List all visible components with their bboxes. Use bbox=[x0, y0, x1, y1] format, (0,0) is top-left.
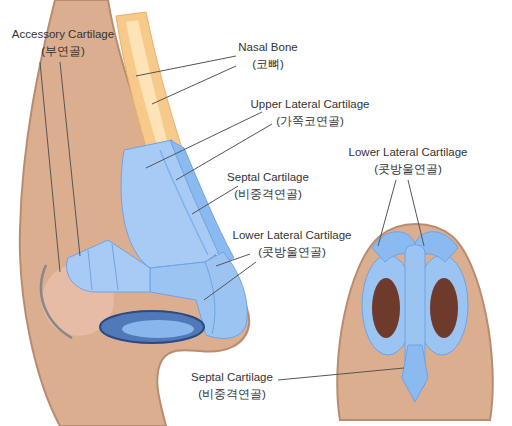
part-label: Upper Lateral Cartilage bbox=[251, 97, 370, 111]
part-label: Lower Lateral Cartilage bbox=[233, 228, 352, 242]
leader-line bbox=[60, 62, 80, 256]
part-label: (부연골) bbox=[41, 44, 85, 58]
nostril bbox=[100, 311, 204, 343]
part-label: (콧방울연골) bbox=[258, 245, 326, 259]
part-label: (비중격연골) bbox=[234, 187, 302, 201]
leader-line bbox=[408, 180, 424, 246]
part-label: (비중격연골) bbox=[198, 387, 266, 401]
part-label: Septal Cartilage bbox=[227, 170, 309, 184]
leader-line bbox=[204, 262, 256, 300]
part-label: (가쪽코연골) bbox=[276, 114, 344, 128]
nose-base bbox=[337, 224, 493, 420]
part-label: Lower Lateral Cartilage bbox=[349, 145, 468, 159]
leader-lines bbox=[40, 56, 424, 380]
septal-cartilage bbox=[170, 140, 234, 263]
nostril-right bbox=[430, 278, 458, 338]
part-label: Septal Cartilage bbox=[191, 370, 273, 384]
leader-line bbox=[278, 368, 404, 380]
leader-line bbox=[152, 66, 236, 104]
leader-line bbox=[378, 180, 396, 246]
part-label: Nasal Bone bbox=[238, 40, 297, 54]
nasal-bone-highlight bbox=[126, 20, 168, 148]
leader-line bbox=[216, 254, 250, 266]
part-label: (코뼈) bbox=[252, 57, 284, 71]
alar-crease bbox=[41, 265, 72, 338]
face-profile bbox=[20, 0, 249, 426]
accessory-divide bbox=[88, 244, 118, 290]
leader-line bbox=[40, 62, 60, 272]
nasal-bone bbox=[116, 12, 182, 160]
part-label: (콧방울연골) bbox=[374, 162, 442, 176]
nostril-left bbox=[372, 278, 400, 338]
leader-line bbox=[192, 186, 238, 214]
septal-cartilage-base bbox=[402, 345, 428, 402]
nostril-inner bbox=[122, 320, 194, 338]
part-label: Accessory Cartilage bbox=[12, 27, 114, 41]
